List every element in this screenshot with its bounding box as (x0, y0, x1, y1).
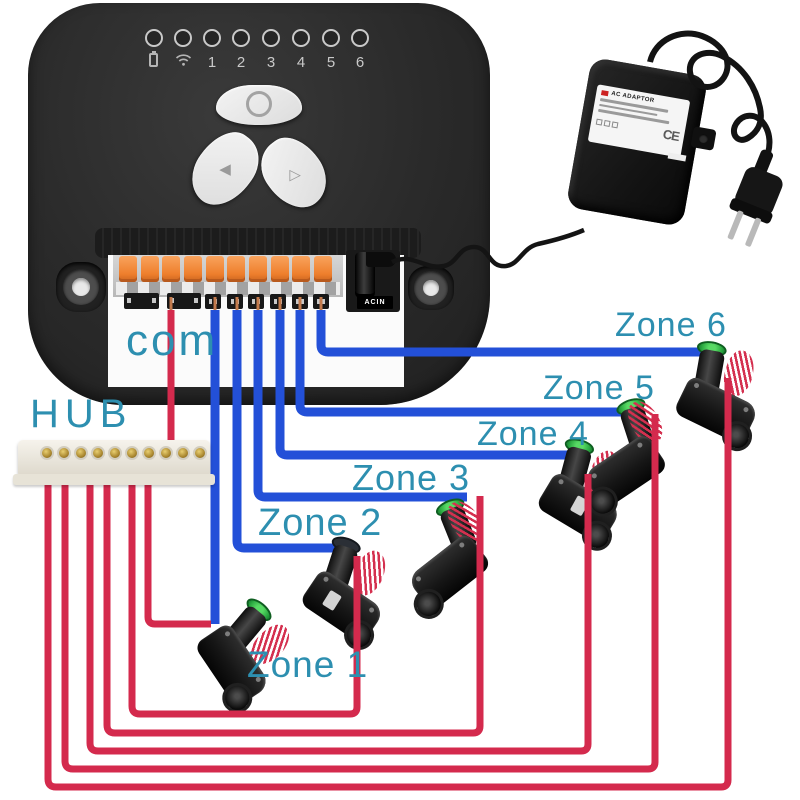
terminal-lever[interactable] (227, 256, 245, 282)
zone5-led (322, 29, 340, 47)
zone6-common-wire (44, 378, 732, 791)
terminal-clamps (116, 282, 340, 295)
mounting-hole-left (56, 262, 106, 312)
zone2-label: Zone 2 (258, 502, 383, 544)
zone4-blue-wire (275, 310, 570, 460)
wifi-icon (175, 52, 192, 72)
wifi-led (174, 29, 192, 47)
zone3-common-wire (103, 474, 484, 737)
hub-screw[interactable] (91, 446, 105, 460)
terminal-lever[interactable] (141, 256, 159, 282)
zone4-common-wire (86, 474, 592, 755)
hub-screw[interactable] (108, 446, 122, 460)
terminal-lever[interactable] (119, 256, 137, 282)
zone3-blue-wire (253, 310, 467, 502)
dc-plug-elbow (366, 252, 396, 267)
zone4-label: Zone 4 (477, 415, 589, 453)
zone6-label: Zone 6 (615, 306, 727, 344)
zone2-blue-wire (232, 310, 346, 553)
zone1-led (203, 29, 221, 47)
terminal-lever[interactable] (271, 256, 289, 282)
zone1-common-wire (144, 474, 211, 628)
terminal-lever[interactable] (249, 256, 267, 282)
zone5-blue-wire (295, 310, 641, 417)
mains-cord (647, 30, 773, 154)
battery-led (145, 29, 163, 47)
hub-label: HUB (30, 392, 133, 436)
terminal-lever[interactable] (206, 256, 224, 282)
plug-prong (745, 217, 761, 247)
zone3-led (262, 29, 280, 47)
hub-screw[interactable] (193, 446, 207, 460)
blue-zone-wires (210, 310, 706, 624)
hub-screw[interactable] (57, 446, 71, 460)
ok-button[interactable] (216, 85, 302, 125)
com-terminal-label (124, 293, 159, 309)
copper-tips (169, 297, 323, 312)
zone4-led (292, 29, 310, 47)
hub-screw[interactable] (142, 446, 156, 460)
com-label: com (126, 316, 219, 365)
led-digit: 3 (266, 54, 276, 71)
hub-screw[interactable] (40, 446, 54, 460)
led-digit: 6 (355, 54, 365, 71)
plug-prong (727, 210, 744, 240)
battery-icon (149, 51, 158, 67)
red-common-wires (44, 310, 732, 791)
mounting-hole-right (408, 266, 454, 310)
hub-screw[interactable] (159, 446, 173, 460)
zone2-common-wire (128, 474, 361, 718)
terminal-lever[interactable] (162, 256, 180, 282)
acin-label: ACIN (357, 296, 393, 309)
led-digit: 2 (236, 54, 246, 71)
led-digit: 5 (326, 54, 336, 71)
terminal-lever[interactable] (314, 256, 332, 282)
zone6-led (351, 29, 369, 47)
hub-screw[interactable] (176, 446, 190, 460)
ok-button-ring (246, 91, 272, 117)
zone1-label: Zone 1 (247, 644, 369, 685)
mains-plug (727, 149, 783, 247)
zone3-label: Zone 3 (352, 457, 471, 498)
led-digit: 1 (207, 54, 217, 71)
zone5-label: Zone 5 (543, 369, 655, 407)
hub-terminal-strip (13, 440, 215, 485)
hub-screw[interactable] (74, 446, 88, 460)
terminal-lever[interactable] (184, 256, 202, 282)
zone2-led (232, 29, 250, 47)
dc-power-cable (390, 227, 585, 269)
zone5-common-wire (61, 414, 659, 773)
led-digit: 4 (296, 54, 306, 71)
terminal-lever[interactable] (292, 256, 310, 282)
hub-screw[interactable] (125, 446, 139, 460)
zone6-blue-wire (316, 310, 706, 357)
